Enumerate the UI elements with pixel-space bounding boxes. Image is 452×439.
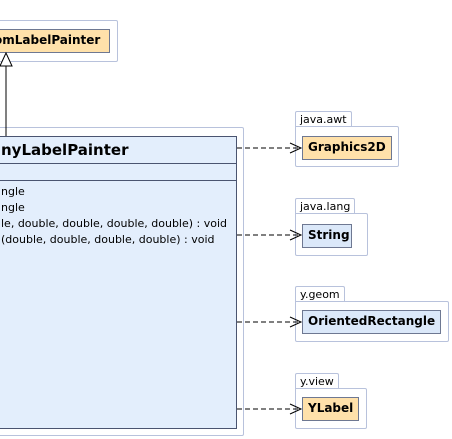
attribute-row: ngle xyxy=(1,185,25,198)
package-tab-java-lang: java.lang xyxy=(295,198,356,214)
operation-row: (double, double, double, double) : void xyxy=(1,233,215,246)
dependency-arrow-string xyxy=(289,229,303,241)
class-graphics2d[interactable]: Graphics2D xyxy=(302,136,392,160)
attribute-row: ngle xyxy=(1,201,25,214)
package-tab-y-view: y.view xyxy=(295,373,339,389)
dependency-arrow-graphics2d xyxy=(289,142,303,154)
operation-row: le, double, double, double, double) : vo… xyxy=(1,217,228,230)
main-class-name: nyLabelPainter xyxy=(1,141,129,159)
package-tab-y-geom: y.geom xyxy=(295,286,345,302)
dependency-arrow-oriented-rectangle xyxy=(289,316,303,328)
attributes-separator xyxy=(0,180,236,181)
inheritance-arrowhead xyxy=(0,51,13,67)
class-oriented-rectangle[interactable]: OrientedRectangle xyxy=(302,310,441,334)
package-tab-java-awt: java.awt xyxy=(295,111,352,127)
dependency-arrow-ylabel xyxy=(289,403,303,415)
main-class-box[interactable]: nyLabelPainter ngle ngle le, double, dou… xyxy=(0,136,237,429)
class-string[interactable]: String xyxy=(302,224,352,248)
attributes-compartment: ngle ngle le, double, double, double, do… xyxy=(0,181,236,248)
title-separator xyxy=(0,163,236,164)
parent-class-name: omLabelPainter xyxy=(0,33,101,47)
class-ylabel[interactable]: YLabel xyxy=(302,397,359,421)
parent-class-box[interactable]: omLabelPainter xyxy=(0,29,110,53)
